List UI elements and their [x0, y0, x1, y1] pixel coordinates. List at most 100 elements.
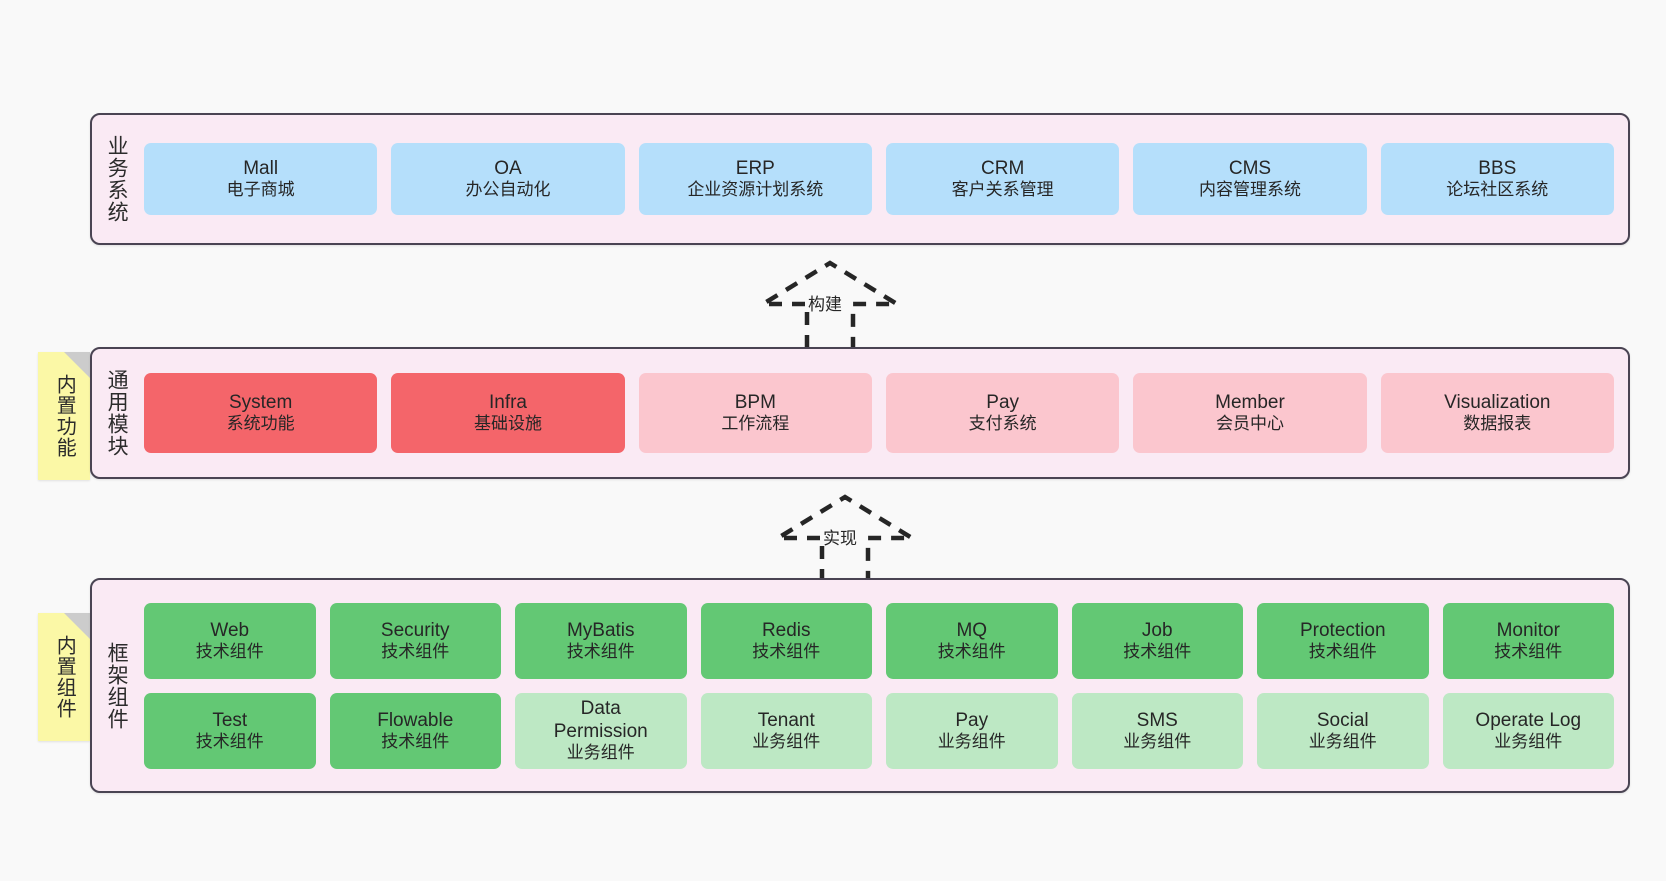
card-subtitle: 业务组件 — [1494, 731, 1563, 751]
card-subtitle: 电子商城 — [226, 180, 295, 200]
card-subtitle: 业务组件 — [1123, 731, 1192, 751]
card-subtitle: 支付系统 — [968, 414, 1037, 434]
card-subtitle: 技术组件 — [1308, 641, 1377, 661]
card-title: Operate Log — [1475, 709, 1582, 731]
card-pay-module[interactable]: Pay 支付系统 — [885, 373, 1120, 453]
card-test[interactable]: Test 技术组件 — [144, 692, 316, 769]
card-subtitle: 技术组件 — [381, 641, 450, 661]
card-monitor[interactable]: Monitor 技术组件 — [1442, 602, 1614, 679]
dashed-hollow-arrow-up-icon — [770, 494, 920, 582]
connector-label: 实现 — [823, 529, 857, 548]
dashed-hollow-arrow-up-icon — [755, 260, 905, 348]
card-title: Web — [210, 619, 250, 641]
card-subtitle: 技术组件 — [566, 641, 635, 661]
card-subtitle: 技术组件 — [195, 731, 264, 751]
card-title: Pay — [986, 392, 1020, 414]
card-title: Protection — [1299, 619, 1386, 641]
card-title: CRM — [981, 158, 1025, 180]
card-mq[interactable]: MQ 技术组件 — [886, 602, 1058, 679]
connector-implement: 实现 — [770, 492, 920, 582]
layer-business-system: 业务系统 Mall 电子商城 OA 办公自动化 ERP 企业资源计划系统 CRM… — [90, 113, 1630, 245]
card-subtitle: 业务组件 — [752, 731, 821, 751]
card-subtitle: 论坛社区系统 — [1446, 180, 1549, 200]
card-subtitle: 业务组件 — [566, 743, 635, 763]
card-title: ERP — [735, 158, 775, 180]
card-title: Flowable — [377, 709, 454, 731]
sticky-note-builtin-components: 内置组件 — [38, 613, 90, 741]
layer-title-business-system: 业务系统 — [105, 135, 129, 223]
card-title: Visualization — [1444, 392, 1551, 414]
connector-label: 构建 — [808, 295, 842, 314]
card-bpm[interactable]: BPM 工作流程 — [638, 373, 872, 453]
card-title: Pay — [955, 709, 989, 731]
card-sms[interactable]: SMS 业务组件 — [1071, 692, 1243, 769]
card-title: Data Permission — [553, 697, 648, 743]
card-web[interactable]: Web 技术组件 — [144, 602, 316, 679]
card-title: MyBatis — [566, 619, 635, 641]
card-title: CMS — [1228, 158, 1272, 180]
connector-build: 构建 — [755, 258, 905, 348]
card-subtitle: 企业资源计划系统 — [687, 180, 824, 200]
card-subtitle: 内容管理系统 — [1198, 180, 1301, 200]
layer-body-common-modules: System 系统功能 Infra 基础设施 BPM 工作流程 Pay 支付系统… — [140, 349, 1628, 477]
card-system[interactable]: System 系统功能 — [144, 373, 378, 453]
card-social[interactable]: Social 业务组件 — [1257, 692, 1429, 769]
card-security[interactable]: Security 技术组件 — [329, 602, 501, 679]
layer-framework-components: 框架组件 Web 技术组件 Security 技术组件 MyBatis 技术组件… — [90, 578, 1630, 793]
sticky-note-label: 内置组件 — [53, 635, 76, 719]
card-bbs[interactable]: BBS 论坛社区系统 — [1380, 143, 1614, 215]
card-title: Tenant — [757, 709, 815, 731]
card-subtitle: 技术组件 — [1123, 641, 1192, 661]
layer-common-modules: 通用模块 System 系统功能 Infra 基础设施 BPM 工作流程 Pay… — [90, 347, 1630, 479]
card-subtitle: 数据报表 — [1463, 414, 1532, 434]
card-protection[interactable]: Protection 技术组件 — [1257, 602, 1429, 679]
card-tenant[interactable]: Tenant 业务组件 — [700, 692, 872, 769]
card-job[interactable]: Job 技术组件 — [1071, 602, 1243, 679]
card-row: Mall 电子商城 OA 办公自动化 ERP 企业资源计划系统 CRM 客户关系… — [144, 143, 1614, 215]
card-title: Job — [1141, 619, 1173, 641]
layer-title-common-modules: 通用模块 — [105, 369, 129, 457]
card-erp[interactable]: ERP 企业资源计划系统 — [638, 143, 872, 215]
card-subtitle: 技术组件 — [937, 641, 1006, 661]
card-title: Member — [1215, 392, 1285, 414]
card-member[interactable]: Member 会员中心 — [1133, 373, 1367, 453]
card-title: Security — [380, 619, 450, 641]
card-infra[interactable]: Infra 基础设施 — [391, 373, 625, 453]
sticky-note-builtin-features: 内置功能 — [38, 352, 90, 480]
card-subtitle: 会员中心 — [1215, 414, 1284, 434]
card-title: SMS — [1136, 709, 1178, 731]
card-mybatis[interactable]: MyBatis 技术组件 — [515, 602, 687, 679]
card-data-permission[interactable]: Data Permission 业务组件 — [515, 692, 687, 769]
card-title: Mall — [243, 158, 279, 180]
card-title: MQ — [956, 619, 988, 641]
card-operate-log[interactable]: Operate Log 业务组件 — [1442, 692, 1614, 769]
card-title: Monitor — [1496, 619, 1560, 641]
card-flowable[interactable]: Flowable 技术组件 — [329, 692, 501, 769]
card-title: BBS — [1478, 158, 1517, 180]
card-subtitle: 技术组件 — [195, 641, 264, 661]
note-fold-corner-icon — [64, 352, 90, 378]
card-row-business: Test 技术组件 Flowable 技术组件 Data Permission … — [144, 692, 1614, 769]
card-mall[interactable]: Mall 电子商城 — [144, 143, 378, 215]
card-title: Social — [1316, 709, 1369, 731]
card-subtitle: 客户关系管理 — [951, 180, 1054, 200]
card-row-technical: Web 技术组件 Security 技术组件 MyBatis 技术组件 Redi… — [144, 602, 1614, 679]
sticky-note-label: 内置功能 — [53, 374, 76, 458]
card-crm[interactable]: CRM 客户关系管理 — [885, 143, 1120, 215]
note-fold-corner-icon — [64, 613, 90, 639]
card-oa[interactable]: OA 办公自动化 — [391, 143, 625, 215]
card-subtitle: 办公自动化 — [465, 180, 551, 200]
layer-title-framework-components: 框架组件 — [105, 641, 129, 730]
card-title: Test — [212, 709, 248, 731]
card-subtitle: 业务组件 — [1308, 731, 1377, 751]
card-redis[interactable]: Redis 技术组件 — [700, 602, 872, 679]
card-subtitle: 技术组件 — [1494, 641, 1563, 661]
card-cms[interactable]: CMS 内容管理系统 — [1133, 143, 1367, 215]
card-pay-component[interactable]: Pay 业务组件 — [886, 692, 1058, 769]
layer-body-framework-components: Web 技术组件 Security 技术组件 MyBatis 技术组件 Redi… — [140, 580, 1628, 791]
card-title: OA — [494, 158, 522, 180]
card-subtitle: 技术组件 — [752, 641, 821, 661]
card-subtitle: 基础设施 — [473, 414, 542, 434]
card-visualization[interactable]: Visualization 数据报表 — [1380, 373, 1614, 453]
